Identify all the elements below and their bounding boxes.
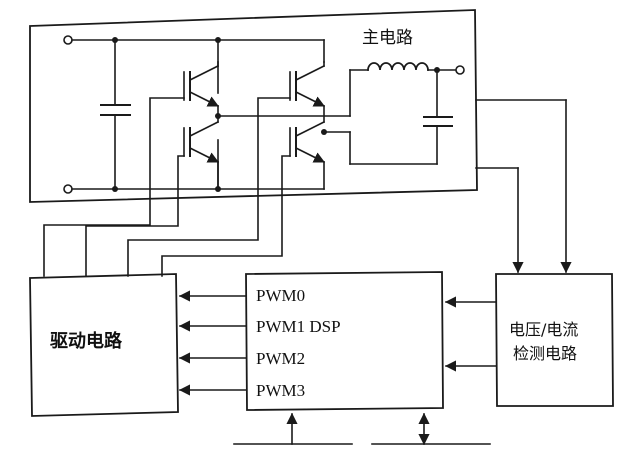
dsp-block bbox=[245, 271, 444, 411]
igbt-leg-right bbox=[289, 39, 327, 190]
pwm2-label: PWM2 bbox=[256, 349, 306, 368]
sensor-label-line1: 电压/电流 bbox=[509, 320, 579, 339]
dc-positive-terminal bbox=[63, 35, 73, 45]
igbt-leg-left bbox=[183, 39, 221, 190]
main-circuit-label: 主电路 bbox=[362, 28, 413, 48]
dc-negative-terminal bbox=[63, 184, 73, 194]
pwm3-label: PWM3 bbox=[256, 381, 306, 400]
pwm1-dsp-label: PWM1 DSP bbox=[256, 317, 341, 336]
main-circuit-frame bbox=[29, 9, 478, 203]
dc-capacitor bbox=[100, 39, 131, 190]
gate-drive-wires bbox=[43, 97, 291, 277]
inductor bbox=[367, 62, 429, 71]
bottom-bus bbox=[233, 412, 491, 446]
driver-block bbox=[29, 273, 179, 417]
sense-lines bbox=[475, 99, 572, 274]
pwm0-label: PWM0 bbox=[256, 286, 306, 305]
output-wiring bbox=[217, 62, 465, 165]
sensor-label-line2: 检测电路 bbox=[513, 344, 578, 363]
sensor-block bbox=[495, 273, 614, 407]
driver-label: 驱动电路 bbox=[50, 331, 122, 352]
pwm-arrows bbox=[178, 290, 247, 396]
feedback-arrows bbox=[444, 296, 497, 372]
ac-output-terminal bbox=[455, 65, 465, 75]
